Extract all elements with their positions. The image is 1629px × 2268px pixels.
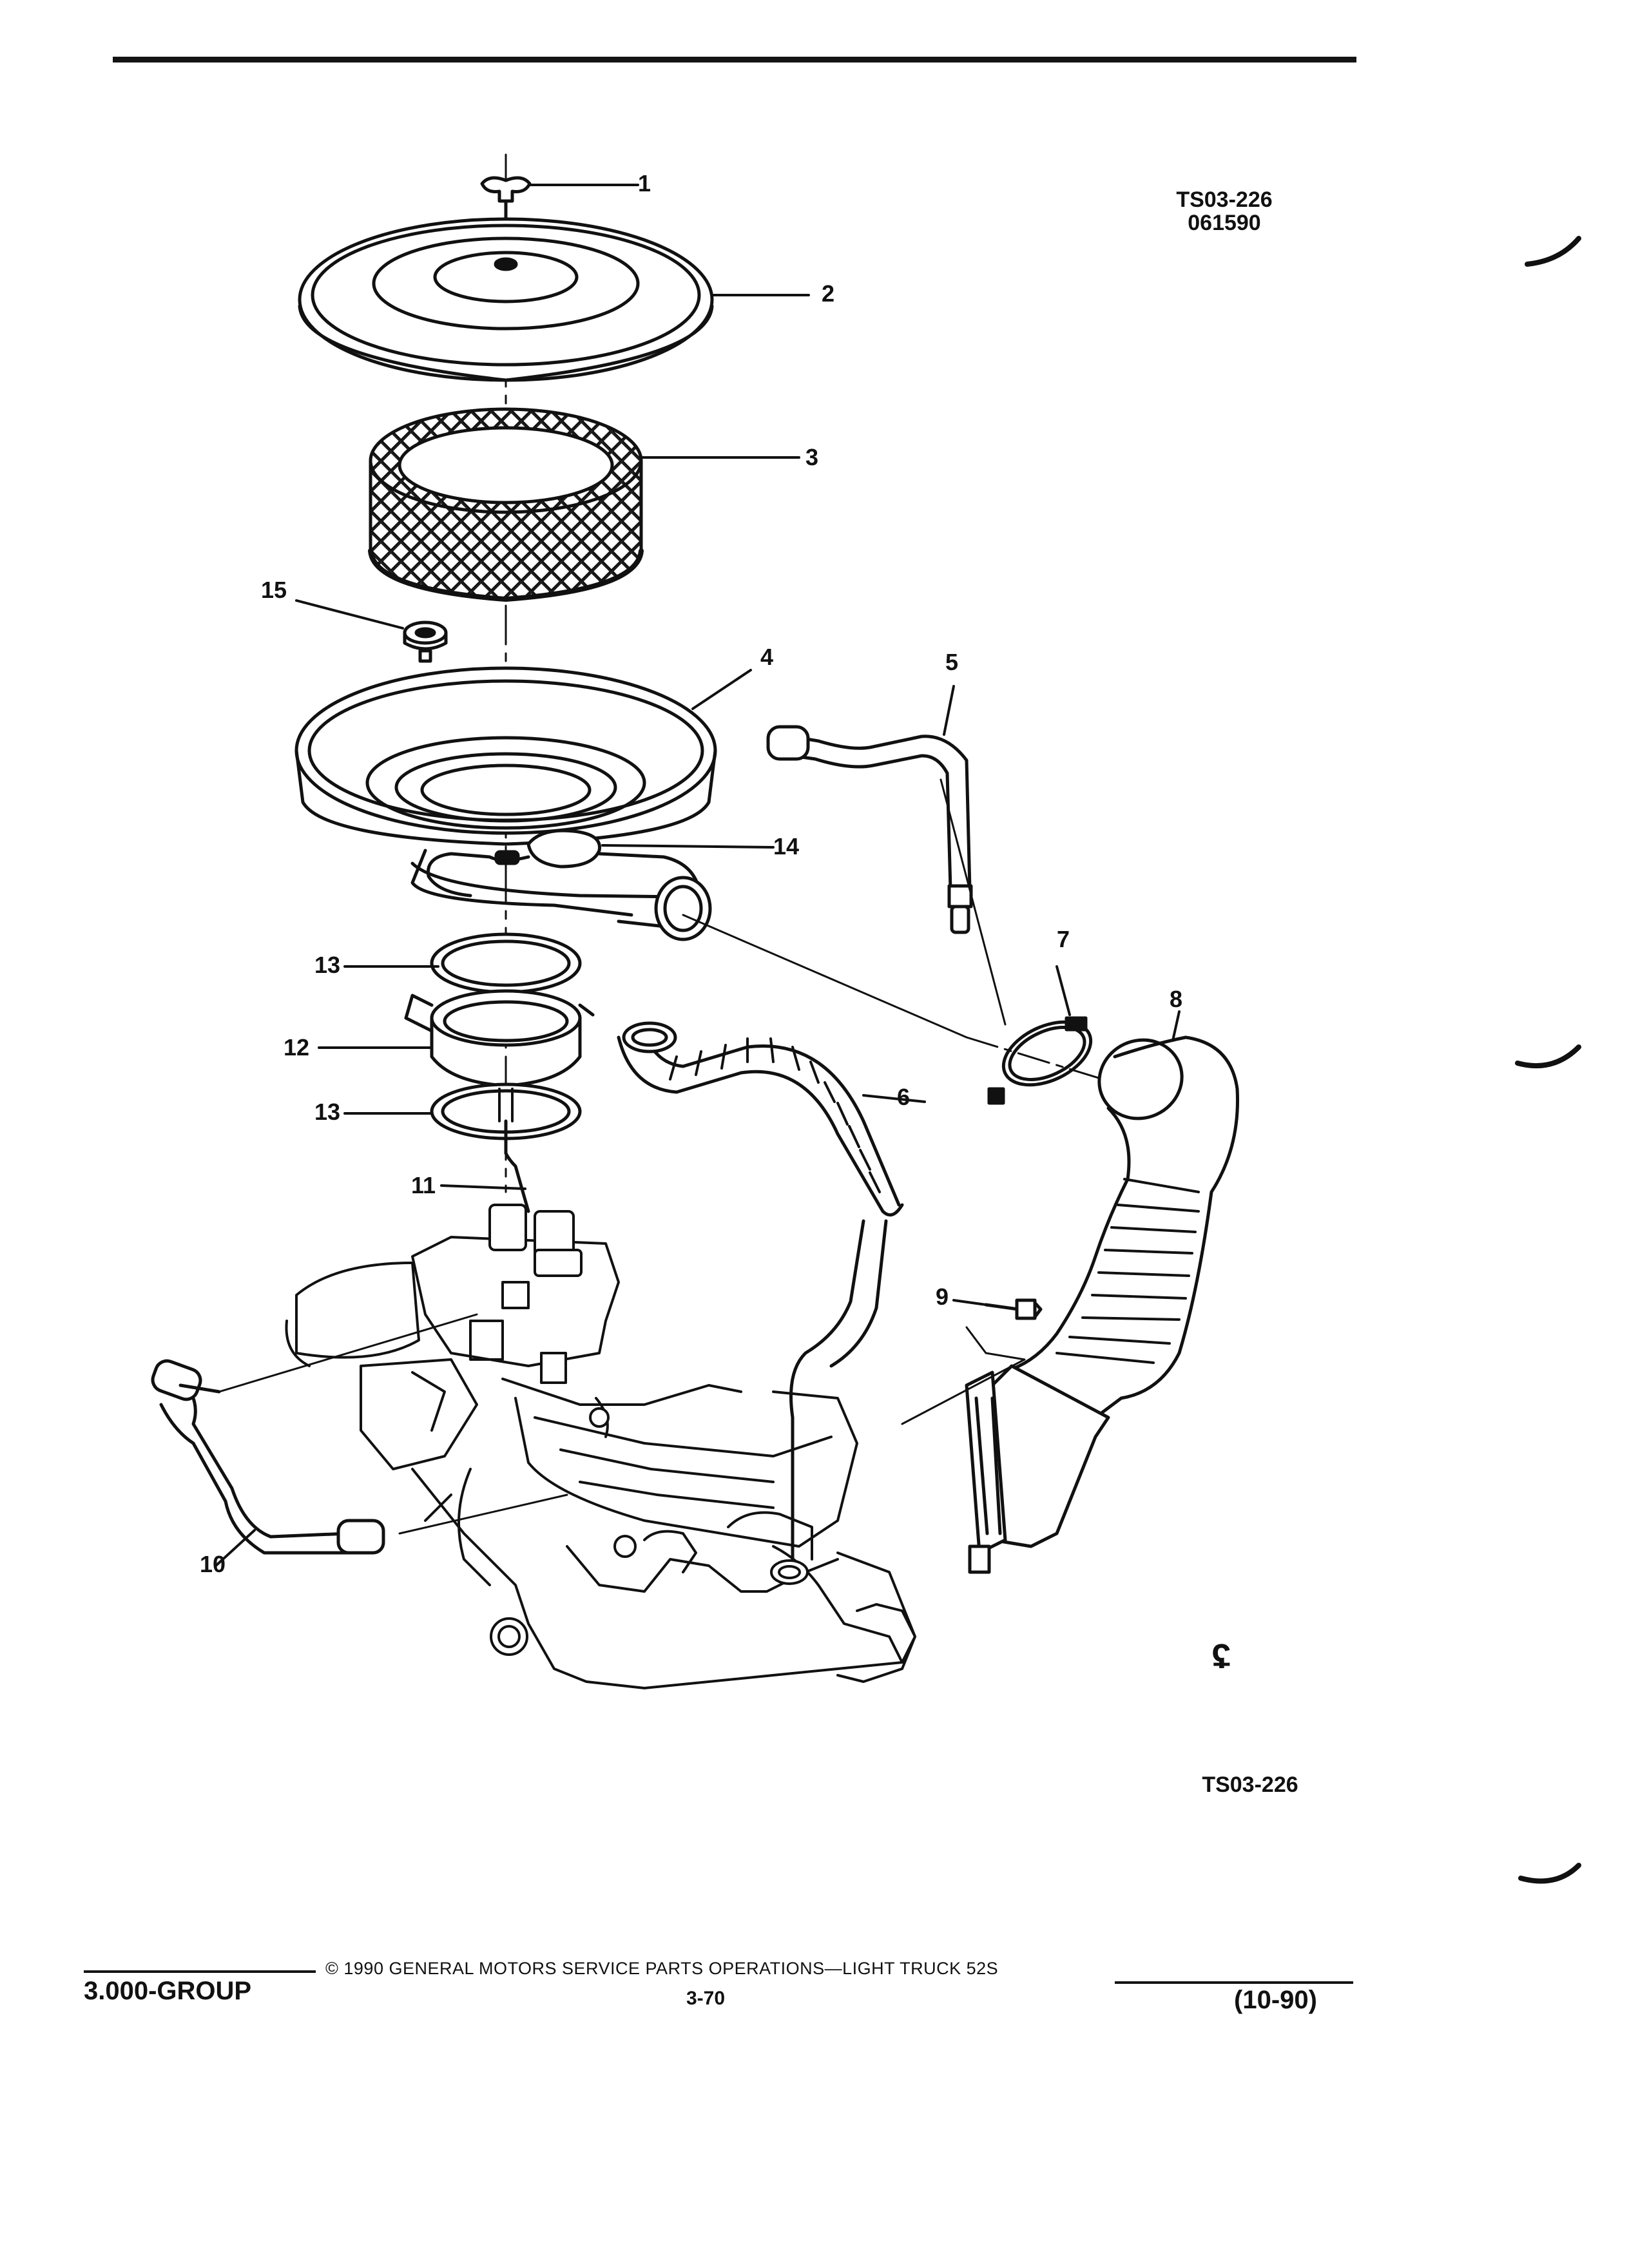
callout-7: 7 [1057, 926, 1070, 952]
figure-mark: ʢ [1211, 1637, 1231, 1676]
callout-8: 8 [1170, 986, 1183, 1012]
footer-rule-left [84, 1970, 316, 1973]
leader-4 [691, 669, 752, 710]
vent-tube-5-part [766, 725, 973, 934]
leader-15 [295, 599, 404, 629]
drawing-code: TS03-226 [1176, 187, 1273, 212]
binding-mark-1 [1525, 236, 1581, 267]
callout-14: 14 [773, 833, 800, 860]
hose-clamp-7-part [987, 1016, 1093, 1105]
figure-code: TS03-226 [1202, 1773, 1298, 1797]
copyright-line: © 1990 GENERAL MOTORS SERVICE PARTS OPER… [325, 1959, 999, 1978]
air-filter-element-part [368, 407, 644, 602]
leader-6 [862, 1094, 926, 1103]
callout-1: 1 [638, 170, 651, 197]
flex-hose-6-part [617, 1021, 904, 1568]
air-cleaner-body-part [294, 666, 717, 917]
revision-date: (10-90) [1234, 1986, 1317, 2014]
leader-8 [1171, 1010, 1181, 1042]
bolt-9-part [984, 1298, 1043, 1320]
gasket-13-upper-part [430, 932, 582, 994]
snorkel-sensor-part [426, 829, 712, 941]
callout-4: 4 [760, 644, 774, 670]
callout-12: 12 [284, 1034, 310, 1061]
binding-mark-2 [1515, 1044, 1581, 1069]
adapter-12-part [404, 989, 595, 1088]
guide-line-10b [398, 1494, 568, 1535]
callout-6: 6 [897, 1084, 911, 1110]
air-cleaner-cover-part [298, 217, 714, 382]
guide-line-c [940, 778, 1007, 1026]
drawing-date: 061590 [1188, 211, 1261, 235]
callout-5: 5 [945, 649, 959, 675]
footer-rule-right [1115, 1981, 1353, 1984]
leader-9 [952, 1299, 987, 1306]
callout-15: 15 [261, 577, 287, 603]
stud-11-part [504, 1119, 530, 1213]
page-number: 3-70 [686, 1988, 726, 2009]
leader-7 [1055, 965, 1071, 1016]
intake-duct-8-part [965, 1035, 1239, 1574]
callout-2: 2 [822, 280, 835, 307]
guide-line-9 [901, 1326, 1026, 1425]
leader-11 [440, 1184, 526, 1190]
guide-line-a [682, 914, 968, 1039]
pcv-hose-10-part [151, 1359, 385, 1555]
guide-line-10a [218, 1313, 478, 1393]
binding-mark-3 [1518, 1863, 1581, 1884]
leader-5 [943, 685, 955, 736]
callout-10: 10 [200, 1551, 226, 1577]
header-rule [113, 57, 1356, 62]
callout-11: 11 [411, 1172, 436, 1198]
engine-carburetor-part [285, 1204, 916, 1689]
callout-13-lower: 13 [314, 1099, 341, 1125]
leader-14 [601, 844, 775, 849]
fitting-15-part [403, 620, 448, 663]
callout-13-upper: 13 [314, 952, 341, 978]
callout-9: 9 [936, 1283, 949, 1310]
callout-3: 3 [805, 444, 819, 470]
gasket-13-lower-part [430, 1082, 582, 1140]
guide-line-b [965, 1036, 1135, 1090]
leader-10 [215, 1529, 256, 1567]
group-number: 3.000-GROUP [84, 1977, 252, 2005]
